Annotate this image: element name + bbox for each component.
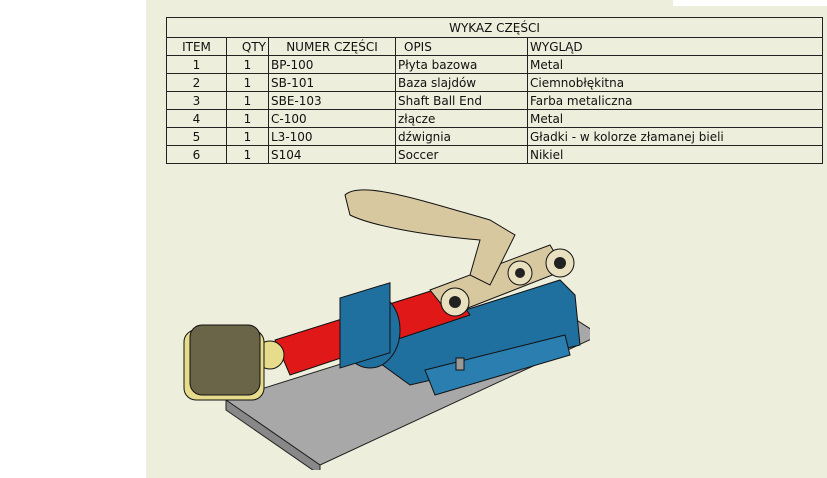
qty-cell: 1 [226, 73, 269, 92]
screw [455, 357, 465, 371]
col-description: OPIS [395, 37, 528, 56]
description-cell: dźwignia [395, 127, 528, 146]
appearance-cell: Metal [527, 55, 823, 74]
parts-list-title: WYKAZ CZĘŚCI [166, 17, 823, 38]
shaft [274, 282, 471, 376]
qty-cell: 1 [226, 127, 269, 146]
description-cell: Shaft Ball End [395, 91, 528, 110]
slide-base [353, 279, 581, 396]
qty-cell: 1 [226, 55, 269, 74]
part-number-cell: S104 [268, 145, 396, 164]
sheet-corner [673, 0, 827, 6]
description-cell: Baza slajdów [395, 73, 528, 92]
description-cell: Soccer [395, 145, 528, 164]
appearance-cell: Ciemnobłękitna [527, 73, 823, 92]
parts-list-table: WYKAZ CZĘŚCI ITEM QTY NUMER CZĘŚCI OPIS … [166, 17, 823, 164]
part-number-cell: C-100 [268, 109, 396, 128]
col-qty: QTY [226, 37, 269, 56]
qty-cell: 1 [226, 109, 269, 128]
col-appearance: WYGLĄD [527, 37, 823, 56]
col-item: ITEM [166, 37, 227, 56]
part-number-cell: SB-101 [268, 73, 396, 92]
qty-cell: 1 [226, 145, 269, 164]
item-cell: 4 [166, 109, 227, 128]
item-cell: 3 [166, 91, 227, 110]
item-cell: 5 [166, 127, 227, 146]
item-cell: 1 [166, 55, 227, 74]
appearance-cell: Gładki - w kolorze złamanej bieli [527, 127, 823, 146]
appearance-cell: Metal [527, 109, 823, 128]
part-number-cell: SBE-103 [268, 91, 396, 110]
appearance-cell: Farba metaliczna [527, 91, 823, 110]
qty-cell: 1 [226, 91, 269, 110]
appearance-cell: Nikiel [527, 145, 823, 164]
header-row: ITEM QTY NUMER CZĘŚCI OPIS WYGLĄD [166, 37, 823, 56]
item-cell: 2 [166, 73, 227, 92]
clamp-assembly-drawing [183, 189, 590, 470]
lever [344, 189, 516, 286]
part-number-cell: L3-100 [268, 127, 396, 146]
knob [183, 324, 285, 401]
description-cell: złącze [395, 109, 528, 128]
links [429, 244, 575, 317]
part-number-cell: BP-100 [268, 55, 396, 74]
col-part-number: NUMER CZĘŚCI [268, 37, 396, 56]
description-cell: Płyta bazowa [395, 55, 528, 74]
item-cell: 6 [166, 145, 227, 164]
